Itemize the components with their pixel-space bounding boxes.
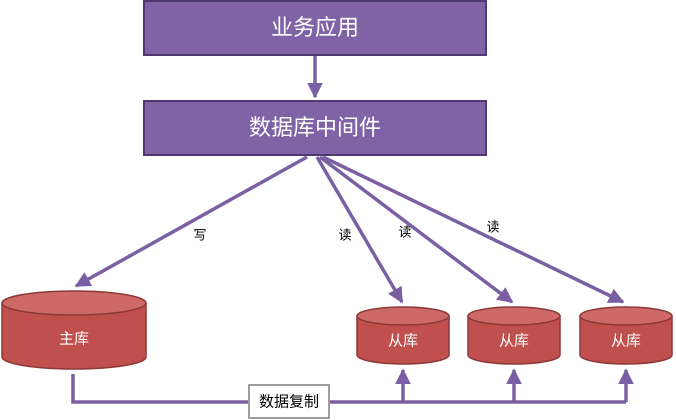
replication-lines <box>71 368 634 404</box>
arrow-read-3 <box>322 155 625 304</box>
middleware-label: 数据库中间件 <box>249 116 381 141</box>
replication-box: 数据复制 <box>248 384 330 419</box>
slave-db-1-label: 从库 <box>388 332 418 350</box>
app-box: 业务应用 <box>143 0 487 56</box>
app-label: 业务应用 <box>271 16 359 41</box>
slave-db-2-label: 从库 <box>499 332 529 350</box>
master-db: 主库 <box>1 290 147 370</box>
write-label: 写 <box>193 229 206 244</box>
arrow-write <box>74 155 308 288</box>
middleware-box: 数据库中间件 <box>143 100 487 156</box>
read-label-2: 读 <box>398 226 411 241</box>
replication-label: 数据复制 <box>259 393 319 411</box>
read-label-1: 读 <box>338 229 351 244</box>
slave-db-3-label: 从库 <box>611 332 641 350</box>
arrow-read-1 <box>315 156 404 304</box>
slave-db-2: 从库 <box>467 306 561 365</box>
slave-db-1: 从库 <box>356 306 450 365</box>
master-db-label: 主库 <box>59 330 89 348</box>
arrow-read-2 <box>318 155 514 304</box>
slave-db-3: 从库 <box>579 306 673 365</box>
read-label-3: 读 <box>486 221 499 236</box>
